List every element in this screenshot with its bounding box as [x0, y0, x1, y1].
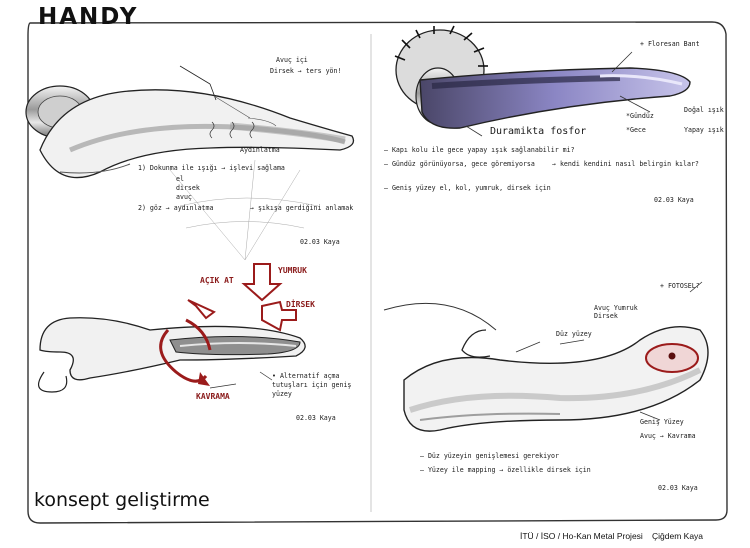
note-palm: Avuç içi	[276, 56, 308, 64]
note-elbow: Dirsek → ters yön!	[270, 67, 342, 75]
note-eye-b: → şıkışa gerdiğini anlamak	[250, 204, 354, 212]
handle-sketch-bottom-left	[37, 263, 306, 393]
date-bottom-left: 02.03 Kaya	[296, 414, 336, 422]
handle-sketch-top-right	[394, 25, 691, 137]
note-wide-surface: • Alternatif açma tutuşları için geniş y…	[272, 372, 352, 398]
label-grip: KAVRAMA	[196, 392, 230, 401]
note-night-light: – Kapı kolu ile gece yapay ışık sağlanab…	[384, 146, 575, 154]
note-touch-hand: el	[176, 175, 184, 183]
date-bottom-right: 02.03 Kaya	[658, 484, 698, 492]
label-elbow: DİRSEK	[286, 300, 315, 309]
label-artificial-light: Yapay ışık	[684, 126, 724, 134]
concept-title: konsept geliştirme	[34, 489, 210, 511]
note-touch: 1) Dokunma ile ışığı → işlevi sağlama	[138, 164, 285, 172]
date-top-right: 02.03 Kaya	[654, 196, 694, 204]
note-eye: 2) göz → aydınlatma	[138, 204, 214, 212]
label-palm-grip: Avuç → Kavrama	[640, 432, 696, 440]
handle-sketch-bottom-right	[383, 281, 709, 432]
note-self-visible: → kendi kendini nasıl belirgin kılar?	[552, 160, 699, 168]
label-day: *Gündüz	[626, 112, 654, 120]
page-frame	[27, 21, 728, 524]
note-mapping: – Yüzey ile mapping → özellikle dirsek i…	[420, 466, 591, 474]
handle-sketch-top-left	[25, 65, 355, 261]
brand-title: HANDY	[38, 4, 139, 30]
date-top-left: 02.03 Kaya	[300, 238, 340, 246]
note-lighting: Aydınlatma	[240, 146, 280, 154]
label-flat-surface: Düz yüzey	[556, 330, 592, 338]
label-open: AÇIK AT	[200, 276, 234, 285]
note-flat-expand: – Düz yüzeyin genişlemesi gerekiyor	[420, 452, 559, 460]
note-wide-use: – Geniş yüzey el, kol, yumruk, dirsek iç…	[384, 184, 551, 192]
note-touch-elbow: dirsek	[176, 184, 200, 192]
label-palm-fist-elbow: Avuç Yumruk Dirsek	[594, 304, 638, 320]
label-phosphor: Duramikta fosfor	[490, 126, 587, 137]
label-natural-light: Doğal ışık	[684, 106, 724, 114]
label-night: *Gece	[626, 126, 646, 134]
label-fluorescent-band: + Floresan Bant	[640, 40, 700, 48]
project-credit: İTÜ / İSO / Ho-Kan Metal Projesi	[520, 531, 643, 541]
note-day-night: – Gündüz görünüyorsa, gece göremiyorsa	[384, 160, 535, 168]
note-touch-palm: avuç	[176, 193, 192, 201]
label-wide-surface: Geniş Yüzey	[640, 418, 684, 426]
label-fist: YUMRUK	[278, 266, 307, 275]
label-photocell: + FOTOSEL?	[660, 282, 700, 290]
author-credit: Çiğdem Kaya	[652, 531, 704, 541]
